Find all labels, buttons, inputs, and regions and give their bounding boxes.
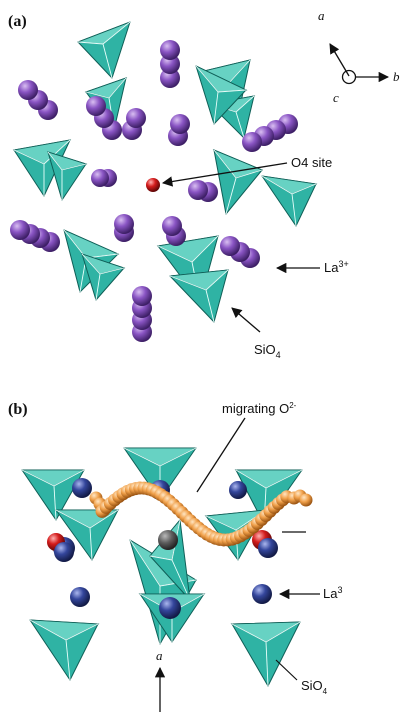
axis-triad: a b c — [318, 8, 400, 105]
axis-a-label-b: a — [156, 648, 163, 663]
sio4-label-a: SiO4 — [254, 342, 281, 360]
la-column — [162, 216, 186, 246]
o4-site-atom — [146, 178, 160, 192]
sio4-tetrahedron — [29, 619, 100, 681]
sio4-tetrahedron — [195, 65, 248, 125]
la-label-a: La3+ — [324, 259, 349, 275]
la-atom — [188, 180, 208, 200]
sio4-tetrahedra-b — [21, 447, 303, 687]
sio4-arrow-a — [231, 307, 261, 333]
la-atom — [258, 538, 278, 558]
axis-c-label: c — [333, 90, 339, 105]
sio4-tetrahedron — [123, 447, 197, 501]
la-atom — [54, 542, 74, 562]
la-column — [168, 114, 190, 146]
o4-site-arrow — [161, 162, 288, 187]
sio4-tetrahedra-a — [12, 21, 318, 323]
axis-c-circle — [341, 69, 357, 85]
panel-b-label: (b) — [8, 401, 28, 418]
la-label-b: La3 — [323, 585, 342, 601]
sio4-tetrahedron — [77, 21, 131, 79]
la-column — [160, 40, 180, 88]
la-column — [132, 286, 152, 342]
la-column — [10, 220, 60, 252]
la-atom — [160, 40, 180, 60]
la-atom — [220, 236, 240, 256]
la-columns-a — [10, 40, 298, 342]
sio4-pointer-b — [275, 659, 298, 681]
la-atom — [132, 286, 152, 306]
sio4-tetrahedron — [80, 253, 126, 301]
la-atom — [170, 114, 190, 134]
la-column — [122, 108, 146, 140]
la-atom — [72, 478, 92, 498]
la-atom — [114, 214, 134, 234]
la-atom — [159, 597, 181, 619]
sio4-tetrahedron — [84, 77, 128, 131]
sio4-tetrahedron — [230, 621, 301, 687]
sio4-tetrahedron — [212, 149, 264, 215]
o4-site-label: O4 site — [291, 155, 332, 170]
migrating-o-label: migrating O2- — [222, 401, 297, 416]
la-column — [188, 180, 218, 202]
la-column — [114, 214, 134, 242]
la-atom — [162, 216, 182, 236]
sio4-label-b: SiO4 — [301, 678, 328, 696]
la-column — [86, 96, 122, 140]
sio4-tetrahedron — [169, 269, 230, 323]
sio4-tetrahedron — [12, 139, 72, 197]
migrating-o-pointer — [196, 417, 246, 493]
la-atom — [160, 68, 180, 88]
la-atom — [10, 220, 30, 240]
la-atom — [126, 108, 146, 128]
la-atom — [160, 54, 180, 74]
la-column — [18, 80, 58, 120]
migrating-oxygen-path — [89, 481, 313, 547]
oxygen-site-atom-grey — [158, 530, 178, 550]
la-column — [242, 114, 298, 152]
la-atom — [91, 169, 109, 187]
panel-a: (a) a b c O4 site La3+ SiO4 — [8, 8, 400, 360]
panel-a-label: (a) — [8, 13, 27, 30]
la-column — [91, 169, 117, 187]
sio4-tetrahedron — [261, 175, 318, 227]
migrating-o-atom — [299, 493, 313, 507]
la-atom — [242, 132, 262, 152]
la-column — [220, 236, 260, 268]
axis-a-label: a — [318, 8, 325, 23]
la-atom — [252, 584, 272, 604]
axis-b-label: b — [393, 69, 400, 84]
la-atom — [86, 96, 106, 116]
sio4-tetrahedron — [21, 469, 85, 521]
sio4-tetrahedron — [46, 151, 88, 201]
la-atom — [229, 481, 247, 499]
la-atom — [70, 587, 90, 607]
la-atom — [18, 80, 38, 100]
panel-b: (b) migrating O2- La3 SiO4 a — [8, 401, 342, 712]
